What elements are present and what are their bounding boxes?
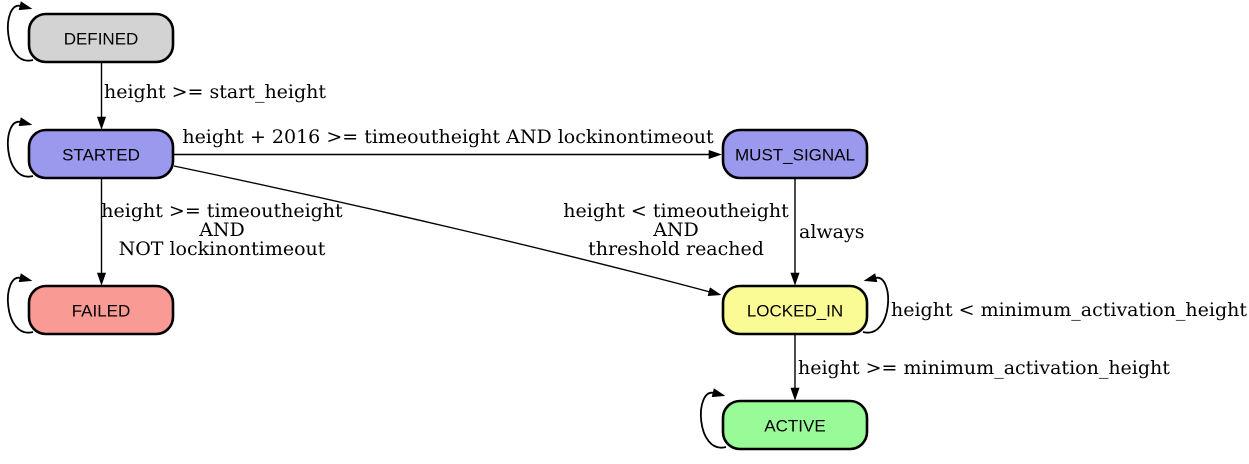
self-loop-active <box>700 388 727 449</box>
edge-label-line: AND <box>198 219 245 241</box>
edge-label-started-to-locked-in: height < timeoutheight AND threshold rea… <box>563 200 789 260</box>
state-node-locked-in: LOCKED_IN <box>721 284 869 336</box>
edge-label-line: height >= timeoutheight <box>101 200 343 222</box>
edge-label-defined-to-started: height >= start_height <box>104 81 326 103</box>
state-shape-must-signal <box>721 128 869 180</box>
state-label-failed: FAILED <box>72 302 131 321</box>
edge-label-line: height < timeoutheight <box>563 200 789 222</box>
self-loop-failed <box>7 273 34 334</box>
edge-label-must-signal-to-locked-in: always <box>799 221 864 243</box>
edge-label-line: AND <box>652 219 699 241</box>
state-shape-failed <box>27 284 175 336</box>
state-node-defined: DEFINED <box>27 12 175 64</box>
edge-label-started-to-failed: height >= timeoutheight AND NOT lockinon… <box>101 200 343 260</box>
state-shape-defined <box>27 12 175 64</box>
state-label-started: STARTED <box>62 146 140 165</box>
state-shape-active <box>721 399 869 451</box>
edge-label-locked-in-self: height < minimum_activation_height <box>891 299 1247 321</box>
state-label-defined: DEFINED <box>64 30 139 49</box>
edge-started-to-locked-in <box>173 165 722 297</box>
state-label-must-signal: MUST_SIGNAL <box>735 146 855 165</box>
self-loop-started <box>7 117 34 178</box>
state-node-started: STARTED <box>27 128 175 180</box>
state-node-must-signal: MUST_SIGNAL <box>721 128 869 180</box>
state-shape-started <box>27 128 175 180</box>
state-label-active: ACTIVE <box>764 417 825 436</box>
edge-label-started-to-must-signal: height + 2016 >= timeoutheight AND locki… <box>182 126 714 148</box>
self-loop-defined <box>7 1 34 62</box>
edge-label-line: NOT lockinontimeout <box>119 238 326 260</box>
edge-label-line: threshold reached <box>588 238 764 260</box>
state-shape-locked-in <box>721 284 869 336</box>
state-node-failed: FAILED <box>27 284 175 336</box>
edge-label-locked-in-to-active: height >= minimum_activation_height <box>798 357 1170 379</box>
state-label-locked-in: LOCKED_IN <box>747 302 843 321</box>
self-loop-locked-in <box>862 273 889 334</box>
state-node-active: ACTIVE <box>721 399 869 451</box>
